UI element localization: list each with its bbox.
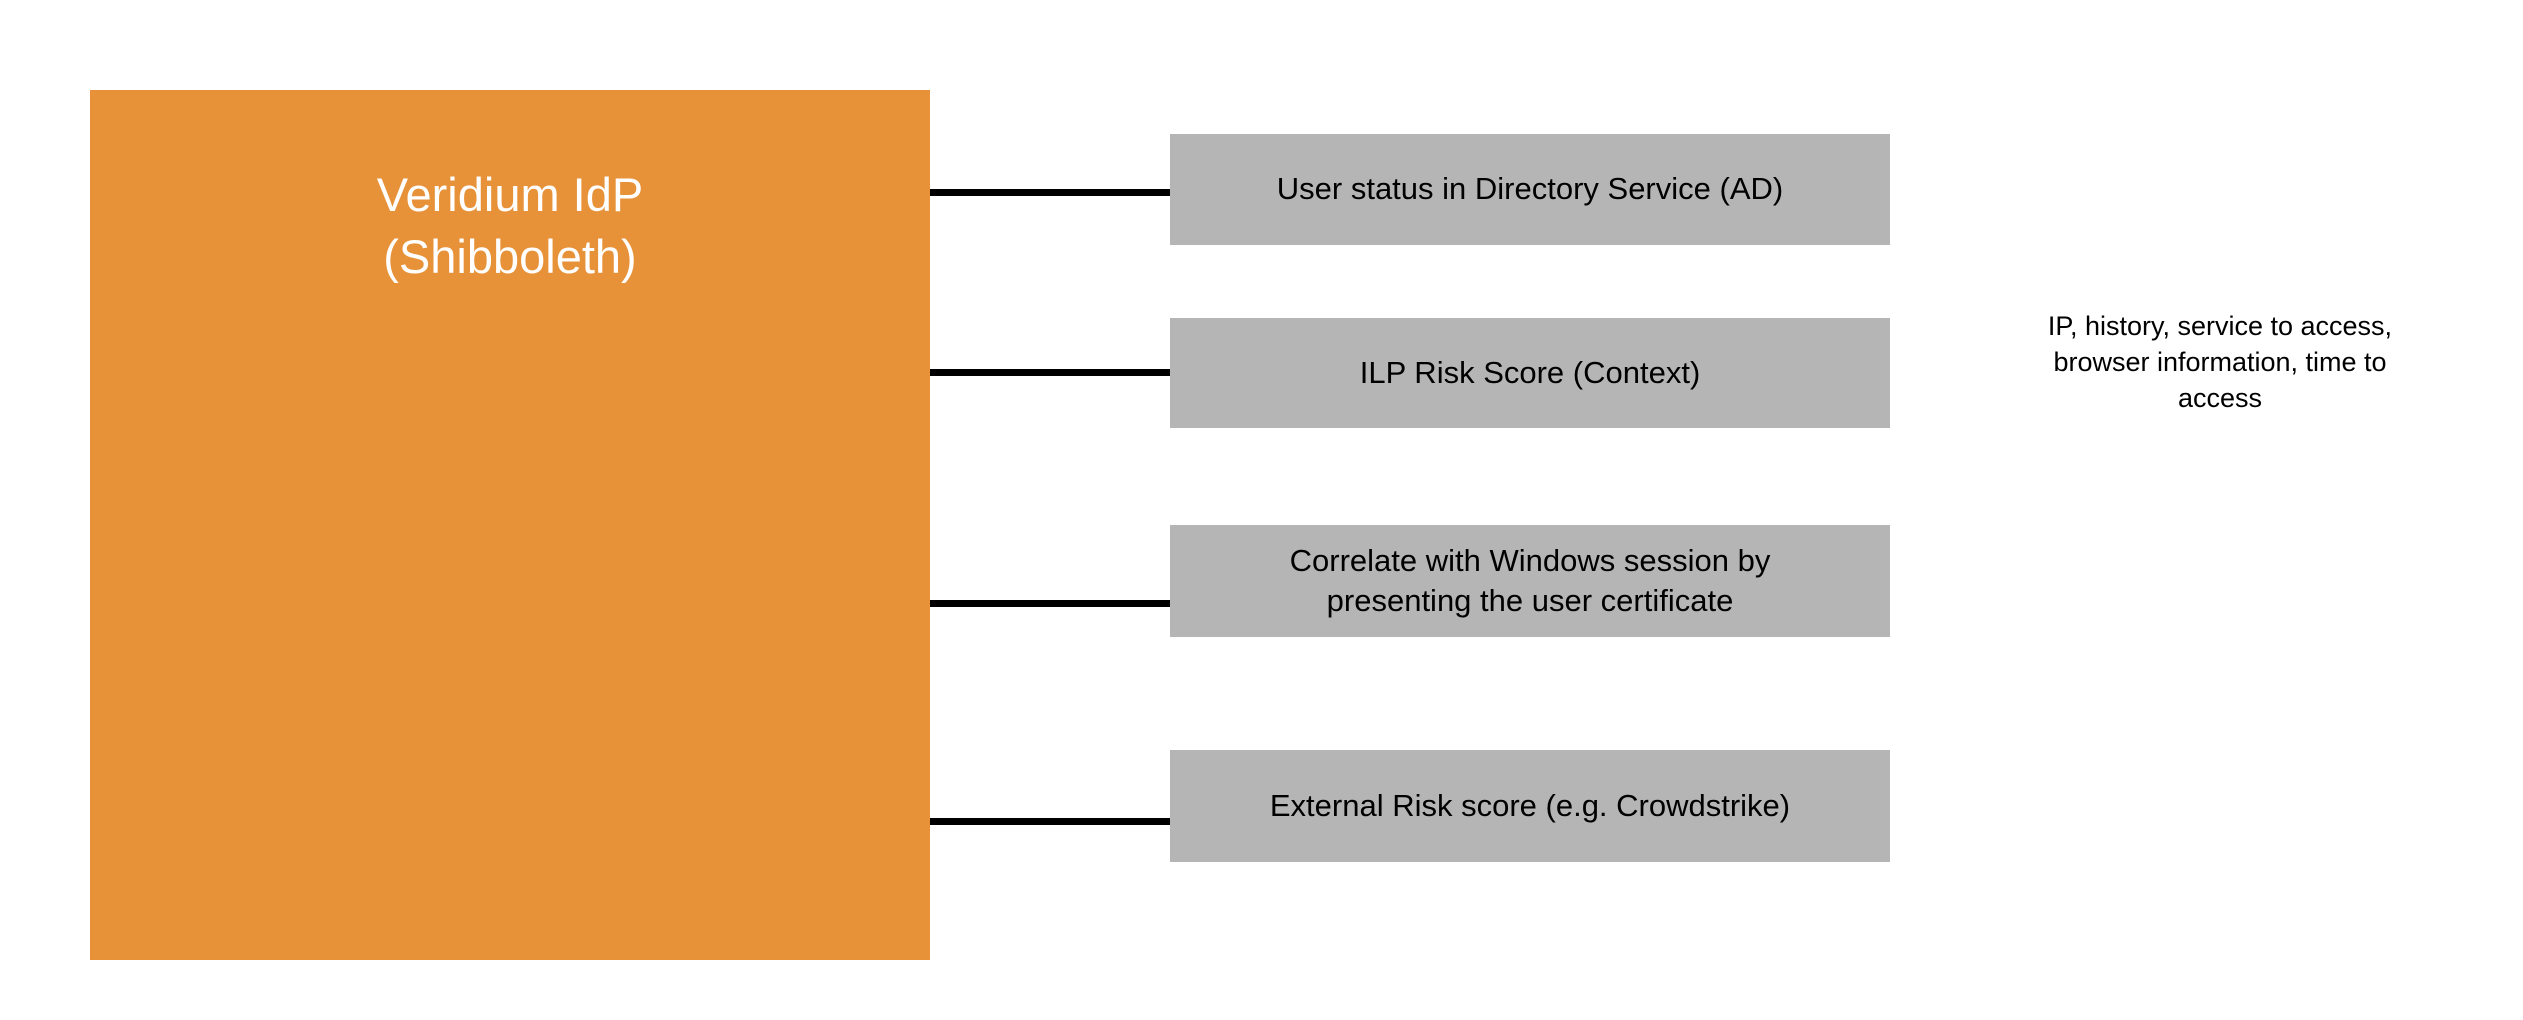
factor-box-external-risk-score: External Risk score (e.g. Crowdstrike) — [1170, 750, 1890, 862]
factor-box-windows-session-correlation: Correlate with Windows session by presen… — [1170, 525, 1890, 637]
connector-to-user-status — [930, 189, 1172, 196]
idp-node-label: Veridium IdP (Shibboleth) — [376, 168, 644, 284]
factor-box-ilp-risk-score: ILP Risk Score (Context) — [1170, 318, 1890, 428]
connector-to-ilp-risk-score — [930, 369, 1172, 376]
factor-box-user-status: User status in Directory Service (AD) — [1170, 134, 1890, 245]
context-annotation-text: IP, history, service to access, browser … — [2047, 311, 2393, 414]
idp-node: Veridium IdP (Shibboleth) — [90, 90, 930, 960]
connector-to-windows-session — [930, 600, 1172, 607]
connector-to-external-risk-score — [930, 818, 1172, 825]
